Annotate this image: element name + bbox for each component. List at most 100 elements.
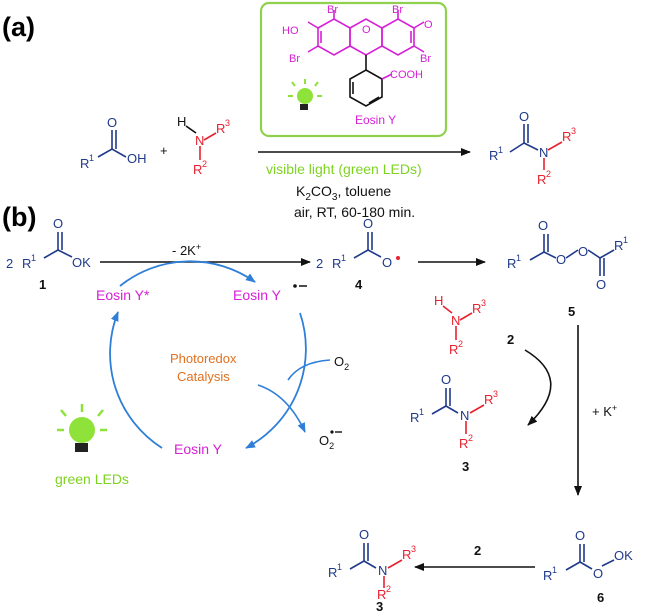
eosin-y-excited: Eosin Y* [96,287,150,303]
svg-text:O: O [382,255,392,270]
condition-base-solvent: K2CO3, toluene [296,183,391,203]
amine-reactant: H N R 3 R 2 [177,114,230,177]
compound-6: O R 1 O OK 6 [543,528,633,605]
panel-a-label: (a) [2,12,35,42]
svg-text:H: H [177,114,186,129]
product-3-final: O R 1 N R 3 R 2 3 [328,527,416,611]
svg-text:N: N [539,145,548,160]
svg-text:R: R [216,121,225,136]
svg-text:R: R [614,238,623,253]
svg-text:R: R [537,172,546,187]
svg-text:O: O [519,109,529,124]
svg-text:R: R [489,148,498,163]
eosin-ring-o: O [362,24,371,36]
arrow-bottom-label: 2 [474,543,481,558]
svg-text:R: R [449,342,458,357]
svg-text:O: O [556,252,566,267]
svg-text:R: R [543,568,552,583]
svg-text:R: R [80,156,89,171]
svg-text:2: 2 [202,159,207,169]
svg-text:O: O [363,216,373,231]
photoredox-label-2: Catalysis [177,369,230,384]
amine-2: H N R 3 R 2 2 [434,293,514,357]
svg-text:2: 2 [546,169,551,179]
product-3-side: O R 1 N R 3 R 2 3 [410,372,498,474]
svg-text:1: 1 [341,253,346,263]
svg-text:N: N [378,563,387,578]
cycle-arrow-top [119,260,256,287]
svg-text:O2: O2 [319,433,334,451]
svg-text:1: 1 [623,235,628,245]
arrow-top-label: - 2K+ [172,242,201,258]
svg-text:1: 1 [419,407,424,417]
svg-text:OK: OK [72,255,91,270]
eosin-y-structure [307,10,425,107]
cycle-arrow-right [245,312,307,449]
green-leds-label: green LEDs [55,471,129,487]
svg-text:O: O [107,115,117,130]
svg-text:2: 2 [386,584,391,594]
svg-text:N: N [451,313,460,328]
svg-text:OK: OK [614,548,633,563]
svg-text:R: R [562,129,571,144]
compound-4-number: 4 [355,277,363,292]
compound-6-number: 6 [597,590,604,605]
svg-text:N: N [195,133,204,148]
svg-text:R: R [377,587,386,602]
curved-arrow-to-3 [524,349,552,426]
svg-text:O: O [538,218,548,233]
compound-3a-number: 3 [462,459,469,474]
svg-text:O: O [578,244,588,259]
svg-text:N: N [460,408,469,423]
eosin-y-ground: Eosin Y [174,441,223,457]
svg-text:R: R [410,410,419,425]
amide-product-a: O R 1 N R 3 R 2 [489,109,576,187]
condition-light: visible light (green LEDs) [266,161,422,177]
svg-text:R: R [193,162,202,177]
compound-2-number: 2 [507,332,514,347]
green-led-icon-small [288,79,322,110]
svg-text:2: 2 [6,256,13,271]
eosin-br-bottom-right: Br [420,53,431,65]
cycle-arrow-left [109,311,163,449]
svg-text:3: 3 [571,126,576,136]
svg-text:2: 2 [468,433,473,443]
svg-text:3: 3 [411,544,416,554]
eosin-y-name: Eosin Y [355,113,396,127]
svg-text:O: O [441,372,451,387]
svg-text:Eosin Y: Eosin Y [233,287,282,303]
svg-text:1: 1 [337,562,342,572]
svg-text:R: R [472,301,481,316]
svg-text:3: 3 [225,118,230,128]
compound-3b-number: 3 [376,599,383,611]
radical-dot [396,256,400,260]
panel-b-label: (b) [2,202,36,232]
svg-text:1: 1 [498,145,503,155]
eosin-br-bottom-left: Br [289,53,300,65]
svg-text:3: 3 [481,298,486,308]
o2-feed-curve [287,359,331,381]
svg-text:2: 2 [458,339,463,349]
svg-text:H: H [434,293,443,308]
compound-4: 2 R 1 O O 4 [316,216,400,292]
oxygen-reagent: O2 [334,354,349,372]
eosin-y-radical-anion: Eosin Y [233,284,307,303]
svg-text:1: 1 [31,253,36,263]
compound-1-number: 1 [39,277,46,292]
compound-5-number: 5 [568,304,575,319]
plus-sign-a: + [160,143,168,158]
svg-text:R: R [328,565,337,580]
svg-text:O: O [53,216,63,231]
compound-1: 2 R 1 O OK 1 [6,216,91,292]
eosin-br-top-left: Br [327,4,338,16]
svg-text:K2CO3, toluene: K2CO3, toluene [296,183,391,203]
svg-text:1: 1 [89,153,94,163]
eosin-ho: HO [282,25,299,37]
svg-text:O: O [593,566,603,581]
plus-k-label: + K+ [592,403,617,419]
svg-text:1: 1 [552,565,557,575]
o2-reduction-arrow [257,384,306,433]
green-led-icon [57,404,107,452]
photoredox-label-1: Photoredox [170,351,237,366]
